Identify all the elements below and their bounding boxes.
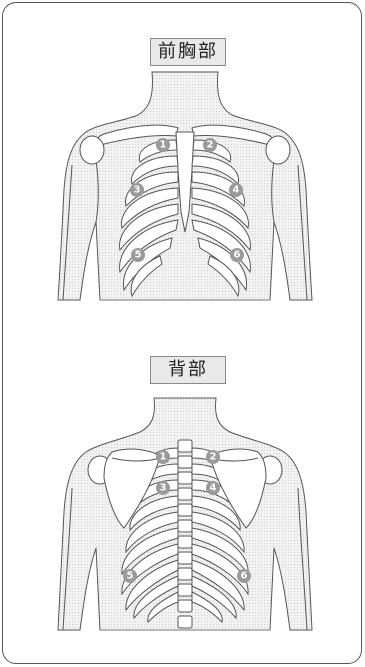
front-left-shoulder-joint — [80, 136, 104, 164]
back-marker-1: 1 — [156, 450, 170, 464]
back-marker-6: 6 — [237, 569, 251, 583]
front-marker-1: 1 — [156, 138, 170, 152]
front-marker-4: 4 — [229, 183, 243, 197]
svg-text:1: 1 — [160, 140, 167, 151]
front-chest-figure — [58, 72, 312, 300]
svg-text:4: 4 — [210, 483, 217, 494]
svg-text:2: 2 — [207, 140, 214, 151]
svg-text:6: 6 — [234, 250, 241, 261]
back-marker-2: 2 — [206, 450, 220, 464]
front-marker-3: 3 — [130, 183, 144, 197]
front-right-shoulder-joint — [266, 136, 290, 164]
svg-text:3: 3 — [134, 185, 141, 196]
front-marker-5: 5 — [131, 248, 145, 262]
back-marker-4: 4 — [206, 481, 220, 495]
svg-text:5: 5 — [135, 250, 142, 261]
back-figure — [58, 398, 312, 630]
svg-text:6: 6 — [241, 571, 248, 582]
svg-text:3: 3 — [160, 483, 167, 494]
svg-text:1: 1 — [160, 452, 167, 463]
front-marker-2: 2 — [203, 138, 217, 152]
svg-text:2: 2 — [210, 452, 217, 463]
svg-text:4: 4 — [233, 185, 240, 196]
svg-text:5: 5 — [127, 571, 134, 582]
front-marker-6: 6 — [230, 248, 244, 262]
back-marker-5: 5 — [123, 569, 137, 583]
back-marker-3: 3 — [156, 481, 170, 495]
